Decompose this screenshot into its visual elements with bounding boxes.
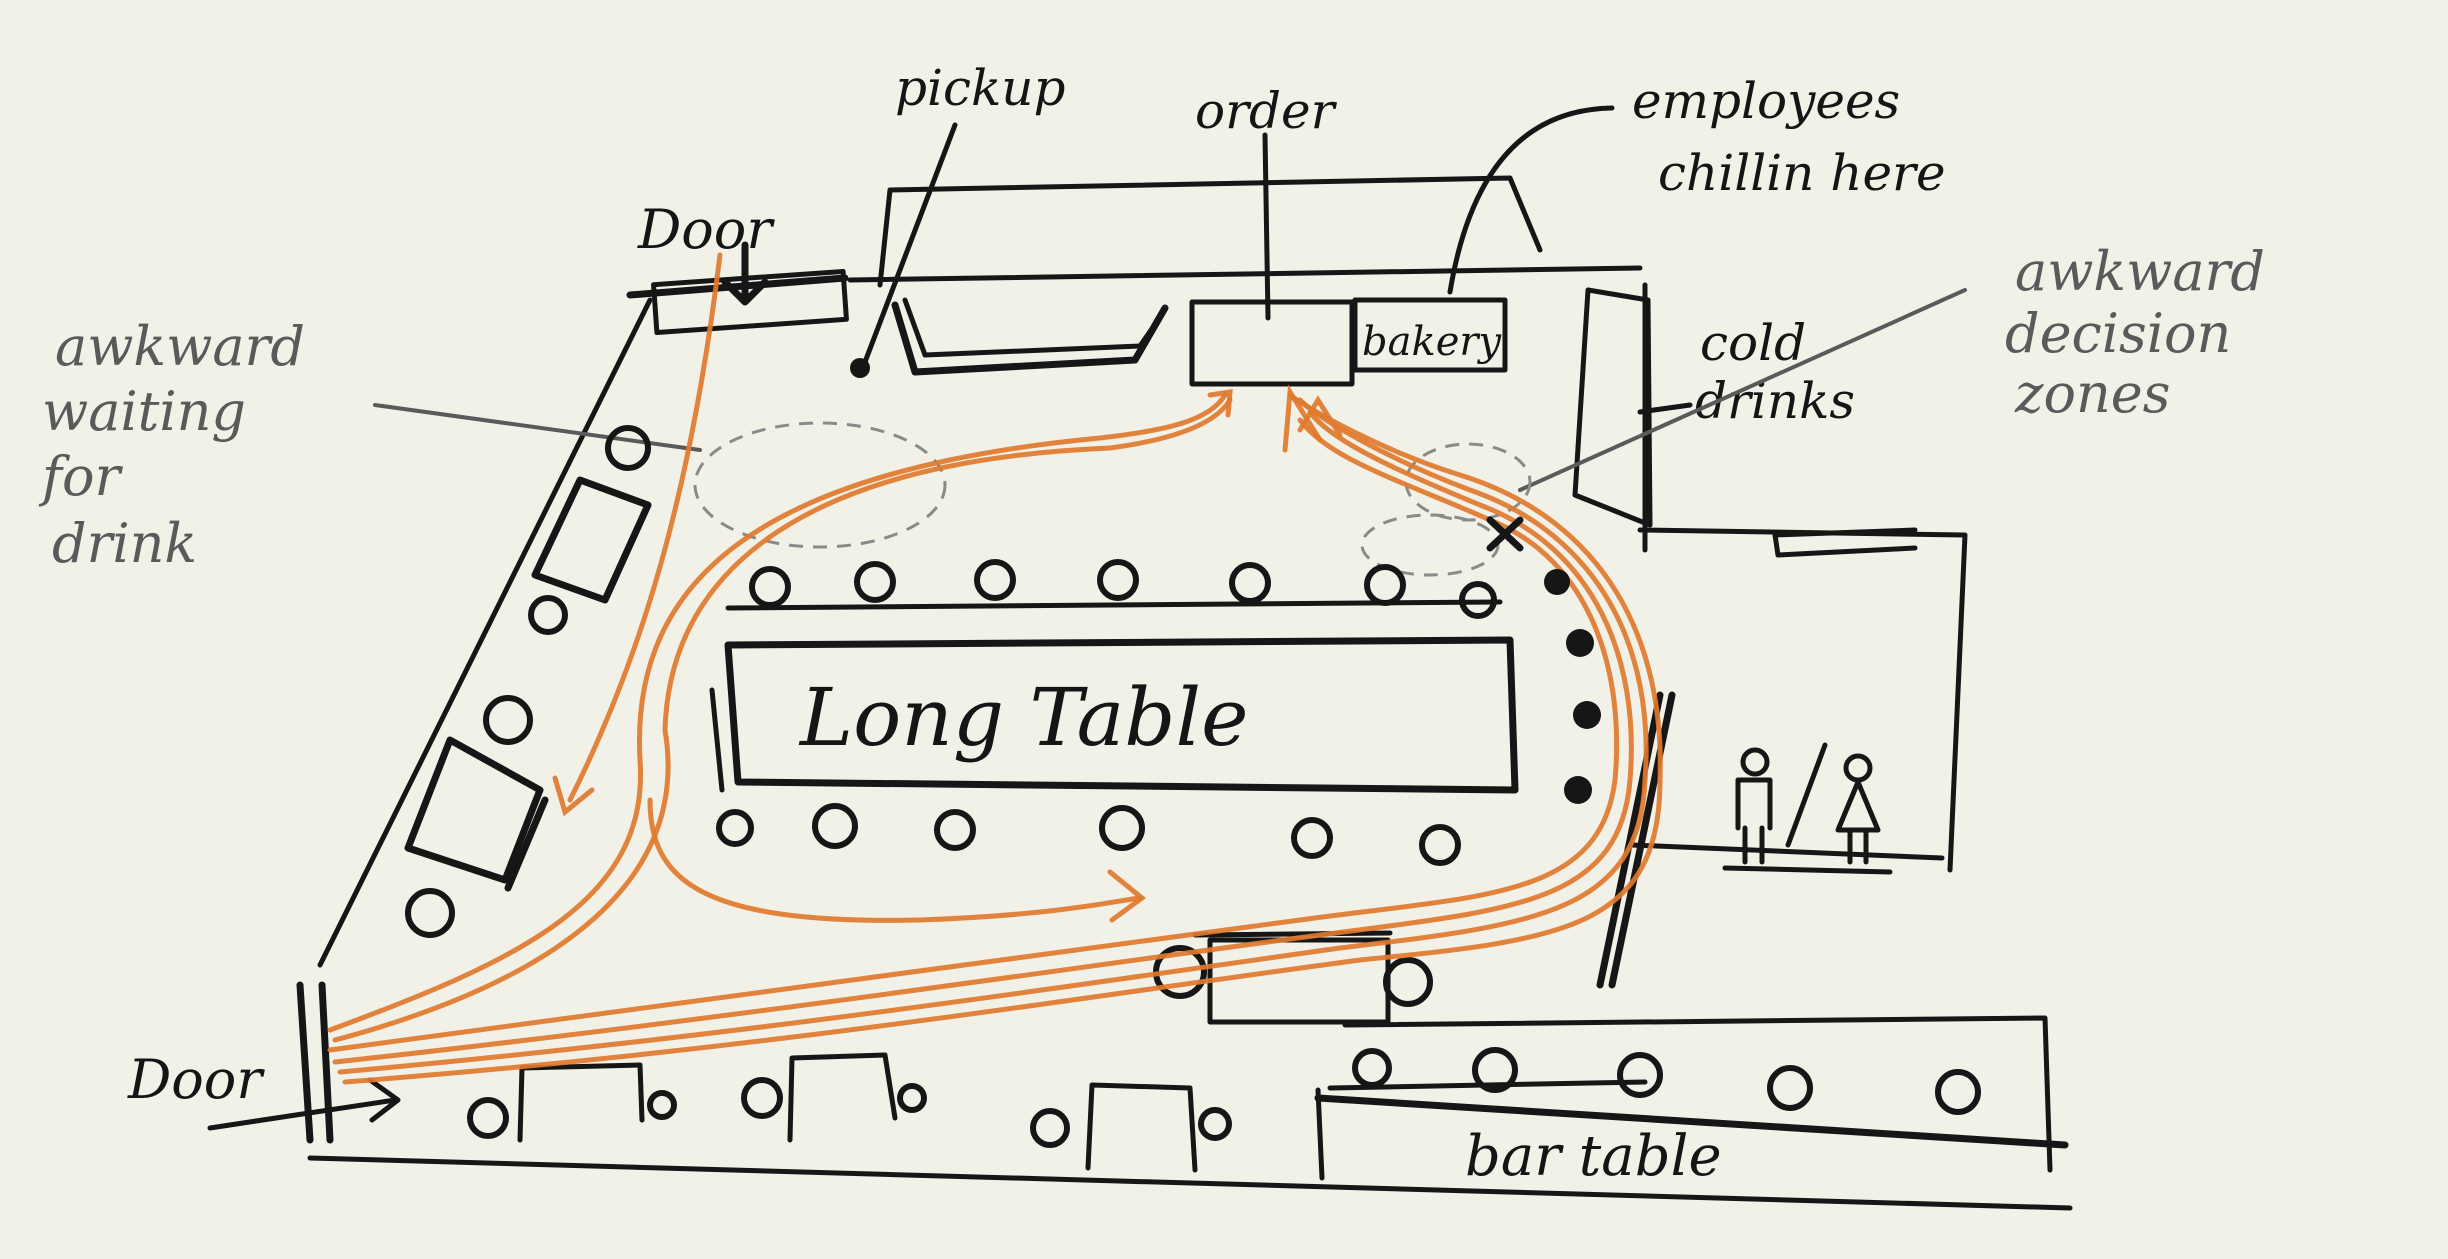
door-top-label: Door xyxy=(637,198,775,261)
arrow-right-icon xyxy=(207,1077,401,1131)
order-counter: order xyxy=(1189,82,1355,387)
awkward-waiting-note: awkward waiting for drink xyxy=(38,315,947,575)
employees-label-line2: chillin here xyxy=(1658,144,1946,202)
chair xyxy=(749,566,791,608)
person-in-line xyxy=(1573,701,1601,729)
arrow-head xyxy=(1297,395,1343,438)
left-wall xyxy=(317,297,653,968)
restroom-wall xyxy=(1637,527,1968,873)
bar-stool xyxy=(1472,1047,1518,1093)
chair xyxy=(1030,1108,1070,1148)
bar-stool xyxy=(1617,1052,1663,1098)
door-left: Door xyxy=(127,981,401,1144)
chair xyxy=(405,888,455,938)
bakery-label: bakery xyxy=(1362,319,1502,365)
arrow-head xyxy=(1107,869,1147,923)
bar-table-label: bar table xyxy=(1465,1124,1722,1189)
door-left-label: Door xyxy=(127,1048,265,1111)
bottom-table-2 xyxy=(741,1052,927,1143)
chair xyxy=(716,809,754,847)
awkward-decision-note: awkward decision zones xyxy=(1360,240,2265,577)
order-label: order xyxy=(1195,82,1338,140)
chair xyxy=(605,425,651,471)
arrow-head xyxy=(1207,389,1233,418)
center-table xyxy=(1153,930,1433,1025)
person-in-line xyxy=(1566,629,1594,657)
chair xyxy=(1364,564,1406,606)
long-table-chairs-bottom xyxy=(716,803,1461,866)
arrow-head xyxy=(552,775,595,817)
employees-note: employees chillin here xyxy=(1447,72,1946,295)
left-table-2 xyxy=(404,695,549,938)
queue-markers xyxy=(1486,516,1601,804)
chair xyxy=(974,559,1016,601)
person-in-line xyxy=(1544,569,1570,595)
x-mark-icon xyxy=(1486,516,1524,552)
awkward-waiting-line1: awkward xyxy=(55,315,305,378)
door-top: Door xyxy=(637,198,849,336)
pickup-counter: pickup xyxy=(850,59,1169,378)
restroom-man-icon xyxy=(1735,747,1773,865)
bar-table: bar table xyxy=(1314,1047,2069,1189)
arrow-down-icon xyxy=(721,241,769,306)
waiting-zone xyxy=(693,421,947,549)
left-table-1 xyxy=(528,425,652,635)
cold-drinks-label: cold xyxy=(1700,314,1806,372)
back-wall xyxy=(887,175,1543,253)
long-table-chairs-top xyxy=(749,559,1497,619)
long-table: Long Table xyxy=(709,599,1519,794)
chair xyxy=(467,1097,509,1139)
pickup-label: pickup xyxy=(895,59,1066,117)
chair xyxy=(1459,581,1497,619)
chair xyxy=(812,803,858,849)
awkward-decision-line3: zones xyxy=(2014,362,2170,425)
customer-flow-paths xyxy=(327,252,1663,1085)
chair xyxy=(483,695,533,745)
awkward-waiting-line4: drink xyxy=(52,512,197,575)
bar-stool xyxy=(1767,1065,1813,1111)
chair xyxy=(1097,559,1139,601)
chair xyxy=(1383,957,1433,1007)
bottom-wall xyxy=(307,1155,2073,1211)
room-outline xyxy=(307,175,2073,1211)
top-wall xyxy=(847,265,1643,283)
employees-label: employees xyxy=(1632,72,1900,130)
bar-area-wall xyxy=(1342,1015,2053,1173)
awkward-waiting-line2: waiting xyxy=(42,380,246,443)
chair xyxy=(1419,824,1461,866)
bar-stool xyxy=(1352,1048,1392,1088)
chair xyxy=(1229,562,1271,604)
awkward-decision-line1: awkward xyxy=(2015,240,2265,303)
chair xyxy=(1291,817,1333,859)
long-table-label: Long Table xyxy=(798,671,1248,764)
arrow-head xyxy=(1282,384,1323,453)
chair xyxy=(647,1090,677,1120)
top-wall-left xyxy=(626,274,849,299)
bakery-case: bakery xyxy=(1352,297,1508,373)
chair xyxy=(741,1077,783,1119)
bottom-table-3 xyxy=(1030,1082,1232,1173)
restroom-woman-icon xyxy=(1835,753,1881,865)
bottom-table-1 xyxy=(467,1062,677,1143)
awkward-waiting-line3: for xyxy=(38,445,123,508)
chair xyxy=(1198,1107,1232,1141)
chair xyxy=(854,561,896,603)
chair xyxy=(934,809,976,851)
chair xyxy=(897,1083,927,1113)
cold-drinks-fridge: cold drinks xyxy=(1572,287,1855,528)
awkward-decision-line2: decision xyxy=(2005,302,2231,365)
bar-stool xyxy=(1935,1069,1981,1115)
person-in-line xyxy=(1564,776,1592,804)
chair xyxy=(1099,805,1145,851)
chair xyxy=(528,595,568,635)
